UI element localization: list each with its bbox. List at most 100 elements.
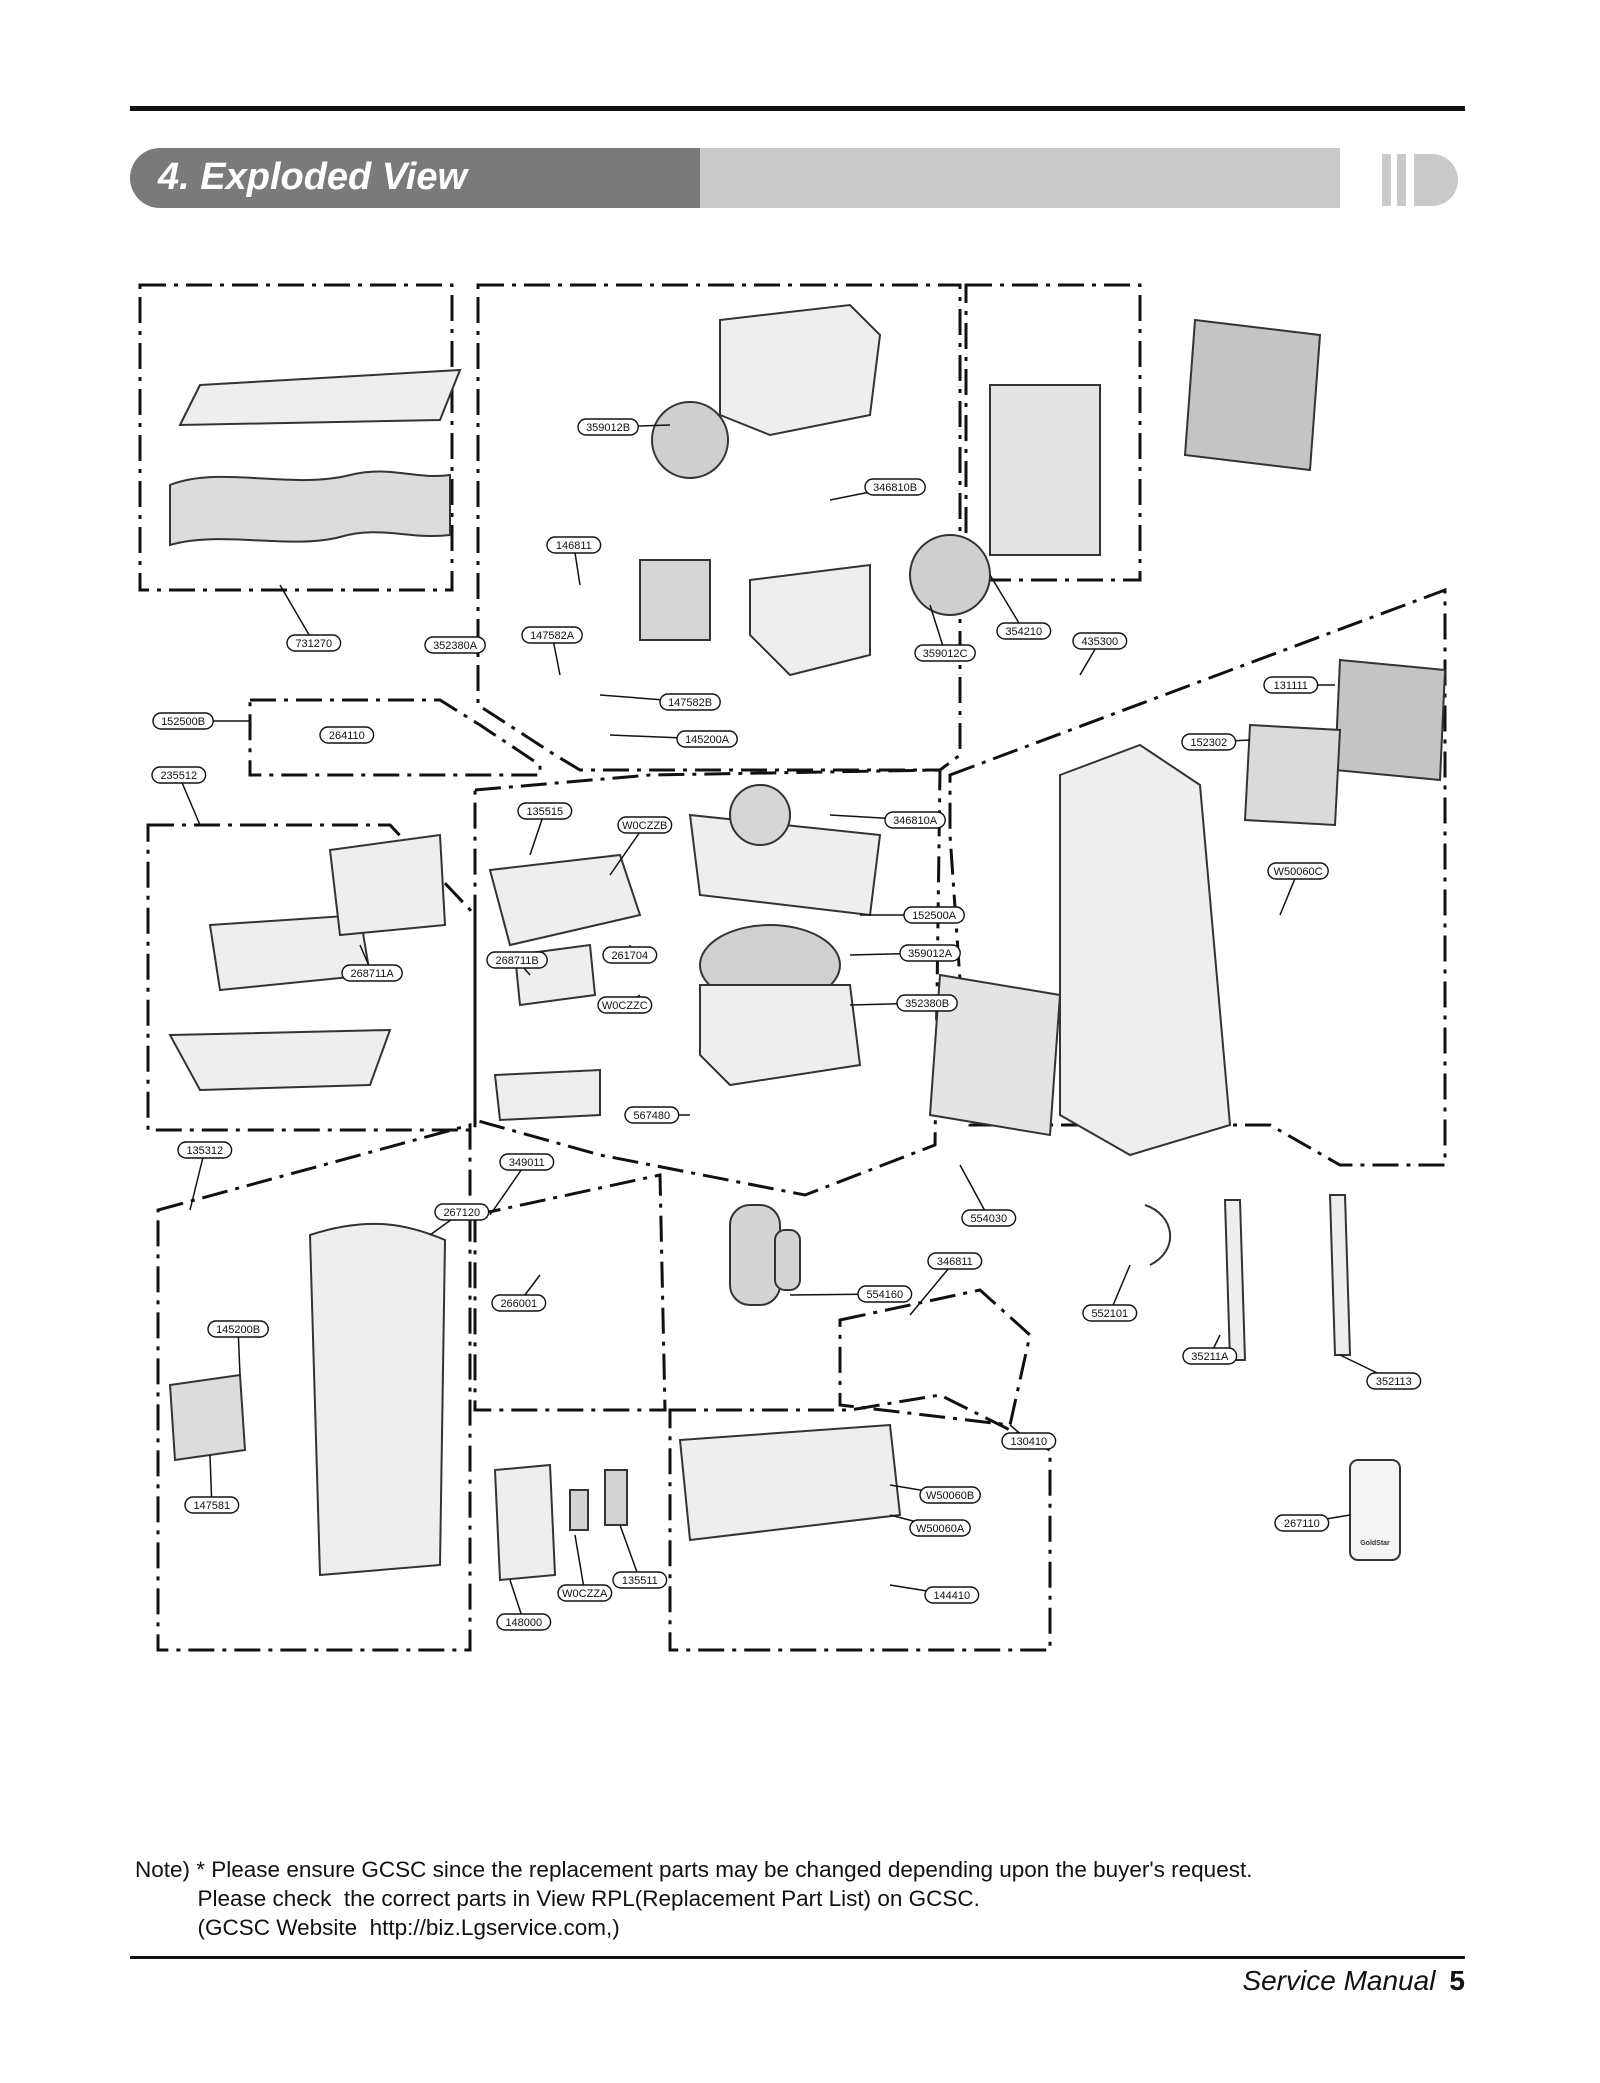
part-label-tag: W0CZZC (597, 996, 653, 1014)
part-label-tag: 131111 (1263, 676, 1319, 694)
part-label-oval (924, 1586, 980, 1604)
part-label-tag: 346811 (927, 1252, 983, 1270)
part-label-oval (659, 693, 721, 711)
note-line: Please check the correct parts in View R… (135, 1886, 980, 1911)
part-label-tag: W0CZZA (557, 1584, 613, 1602)
part-label-oval (996, 622, 1052, 640)
part-number-text: W50060C (1274, 866, 1323, 878)
base-pan-part (678, 1423, 902, 1542)
part-label-tag: 435300 (1072, 632, 1128, 650)
part-label-oval (909, 1519, 971, 1537)
part-number-text: 267110 (1284, 1518, 1320, 1530)
part-label-tag: 352113 (1366, 1372, 1422, 1390)
part-label-tag: 554160 (857, 1285, 913, 1303)
part-label-oval (434, 1203, 490, 1221)
compressor-part (729, 1204, 781, 1306)
part-number-text: 352380A (433, 640, 478, 652)
part-number-text: 267120 (443, 1207, 480, 1219)
section-header-light-band (700, 148, 1340, 208)
part-label-tag: 359012A (899, 944, 961, 962)
part-label-oval (1072, 632, 1128, 650)
part-label-tag: 267110 (1274, 1514, 1330, 1532)
evaporator-part (928, 973, 1062, 1137)
part-label-oval (424, 636, 486, 654)
part-label-tag: W0CZZB (617, 816, 673, 834)
part-label-oval (577, 418, 639, 436)
part-label-oval (177, 1141, 233, 1159)
part-label-tag: 554030 (961, 1209, 1017, 1227)
remote-brand-text: GoldStar (1360, 1540, 1390, 1547)
part-label-oval (1274, 1514, 1330, 1532)
part-label-oval (927, 1252, 983, 1270)
part-label-oval (899, 944, 961, 962)
part-label-oval (286, 634, 342, 652)
part-label-oval (884, 811, 946, 829)
control-cover-part (488, 853, 642, 947)
part-label-tag: 152500A (903, 906, 965, 924)
part-number-text: 346810B (873, 482, 917, 494)
motor-part (729, 784, 791, 846)
part-label-oval (896, 994, 958, 1012)
part-number-text: 554030 (970, 1213, 1007, 1225)
part-number-text: W0CZZC (602, 1000, 648, 1012)
part-label-tag: 268711A (341, 964, 403, 982)
part-label-tag: 261704 (602, 946, 658, 964)
cover-plate-part (493, 1463, 557, 1582)
part-label-oval (1082, 1304, 1138, 1322)
part-label-tag: 264110 (319, 726, 375, 744)
part-label-tag: 268711B (486, 951, 548, 969)
capacitor-part (569, 1489, 589, 1531)
part-number-text: 152302 (1190, 737, 1227, 749)
fan-upper-part (651, 401, 729, 479)
leader-line (489, 1161, 528, 1216)
pre-filter-part (1243, 723, 1342, 827)
part-number-text: 147581 (193, 1500, 230, 1512)
part-label-oval (624, 1106, 680, 1124)
part-label-oval (1263, 676, 1319, 694)
part-number-text: 731270 (295, 638, 332, 650)
note-line: (GCSC Website http://biz.Lgservice.com,) (135, 1915, 620, 1940)
note-line: Note) * Please ensure GCSC since the rep… (135, 1857, 1253, 1882)
part-number-text: 145200A (685, 734, 730, 746)
part-label-oval (1001, 1432, 1057, 1450)
leader-line (574, 1534, 586, 1594)
part-number-text: 135312 (186, 1145, 223, 1157)
tube-part (1144, 1204, 1172, 1266)
part-label-tag: 267120 (434, 1203, 490, 1221)
part-label-tag: 731270 (286, 634, 342, 652)
part-number-text: 268711B (495, 955, 538, 967)
part-number-text: W50060B (926, 1490, 974, 1502)
part-number-text: 352380B (905, 998, 949, 1010)
part-number-text: 135515 (526, 806, 563, 818)
page-number: 5 (1449, 1965, 1465, 1996)
part-number-text: 152500B (161, 716, 205, 728)
remote-control-part (1349, 1459, 1401, 1561)
part-number-text: 152500A (912, 910, 957, 922)
part-label-oval (597, 996, 653, 1014)
control-frame-part (168, 1028, 392, 1092)
bottom-rule (130, 1956, 1465, 1959)
part-label-oval (602, 946, 658, 964)
part-number-text: 359012C (923, 648, 968, 660)
part-label-tag: 145200A (676, 730, 738, 748)
part-label-tag: 235512 (151, 766, 207, 784)
part-label-oval (341, 964, 403, 982)
part-number-text: 359012A (908, 948, 953, 960)
fan-lower-part (909, 534, 991, 616)
part-label-tag: 148000 (496, 1613, 552, 1631)
rear-cabinet-part (1059, 743, 1232, 1157)
part-label-tag: 152500B (152, 712, 214, 730)
part-label-tag: 130410 (1001, 1432, 1057, 1450)
window-panel-part (178, 368, 462, 427)
part-label-oval (1181, 733, 1237, 751)
part-label-tag: 266001 (491, 1294, 547, 1312)
part-label-oval (151, 766, 207, 784)
part-label-oval (617, 816, 673, 834)
part-number-text: W0CZZA (562, 1588, 608, 1600)
part-label-oval (319, 726, 375, 744)
part-number-text: 261704 (611, 950, 648, 962)
part-number-text: 131111 (1274, 680, 1308, 692)
part-number-text: 349011 (509, 1157, 545, 1169)
part-number-text: 130410 (1010, 1436, 1047, 1448)
part-number-text: 266001 (500, 1298, 537, 1310)
